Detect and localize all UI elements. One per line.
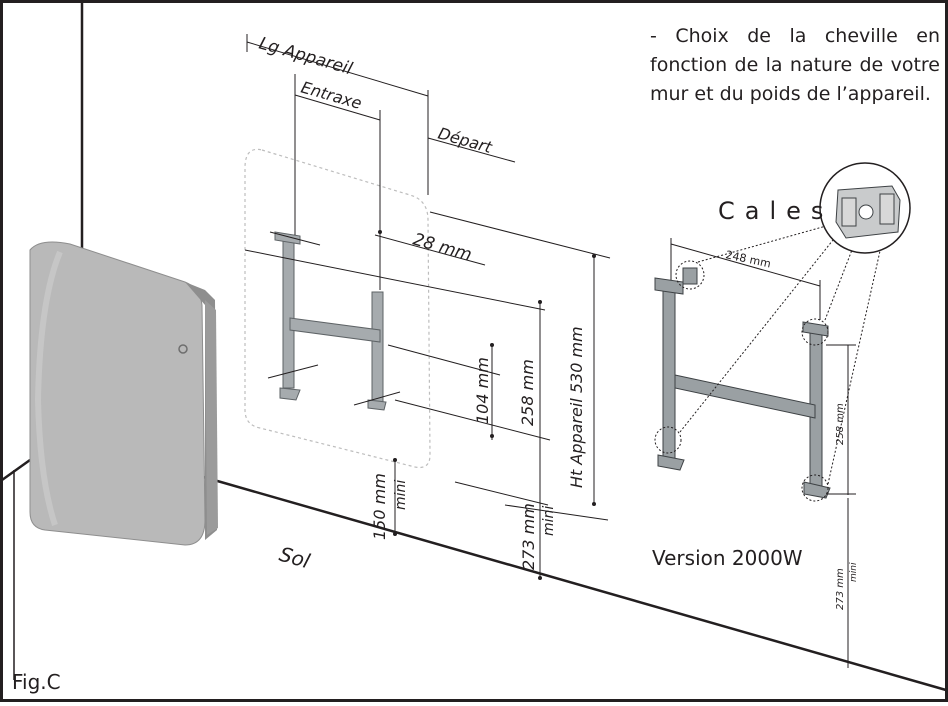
label-right-273mm: 273 mm [835,568,846,610]
label-273mm-mini: mini [541,506,557,536]
wall-bracket [274,231,387,411]
figure-label: Fig.C [12,670,61,694]
label-lg-appareil: Lg Appareil [257,34,355,80]
label-entraxe: Entraxe [299,78,364,113]
cales-label: Cales [718,197,834,225]
version-label: Version 2000W [652,546,803,570]
label-104mm: 104 mm [473,357,492,424]
label-right-273mm-mini: mini [849,562,859,582]
label-ht-appareil: Ht Appareil 530 mm [567,326,586,488]
label-258mm: 258 mm [518,359,537,426]
cales-part-icon [835,185,901,239]
installation-note: - Choix de la cheville en fonction de la… [650,25,940,105]
label-sol: Sol [277,542,313,574]
label-150mm: 150 mm [370,473,389,540]
label-depart: Départ [436,124,495,158]
label-150mm-mini: mini [393,480,409,510]
label-28mm: 28 mm [411,230,474,266]
heater-illustration [29,241,218,546]
dimension-arrows [378,230,596,580]
label-right-258mm: 258 mm [835,403,846,445]
device-outline [244,148,431,469]
version-2000w-bracket: 248 mm 258 mm 273 mm mini [654,162,911,668]
dimension-lines [244,34,611,578]
floor-line [199,474,947,692]
label-248mm: 248 mm [724,248,772,270]
floor-left-line [1,458,31,482]
label-273mm: 273 mm [519,503,538,570]
